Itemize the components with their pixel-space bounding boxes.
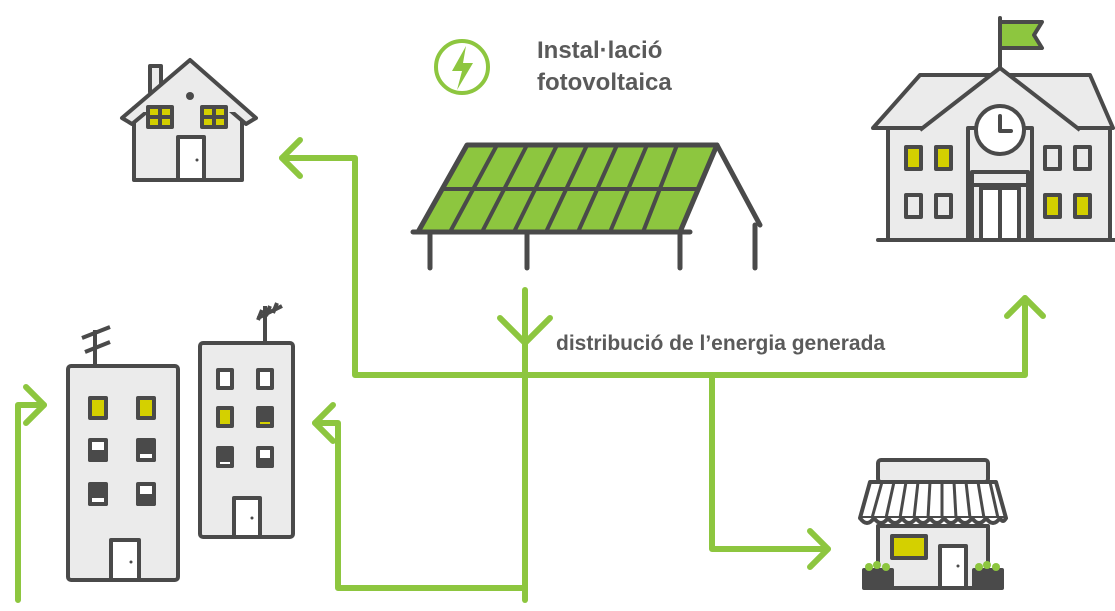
house-icon	[120, 58, 258, 182]
line-to-house	[279, 155, 528, 378]
installation-title-line-1: Instal·lació	[537, 37, 663, 64]
apartment-building-icon	[66, 325, 180, 582]
distribution-lines	[15, 137, 1046, 603]
trunk-arrow-head	[497, 315, 553, 346]
arrow-shop-icon	[807, 528, 831, 570]
line-to-shop	[709, 372, 831, 552]
line-to-apartment-left	[15, 402, 47, 603]
solar-panel-icon	[410, 142, 763, 271]
line-to-apartment-right	[312, 420, 528, 591]
installation-title-line-2: fotovoltaica	[537, 69, 672, 96]
arrow-school-icon	[1004, 295, 1046, 319]
arrow-apartment-left-icon	[23, 384, 47, 426]
arrow-house-icon	[279, 137, 303, 179]
apartment-building-icon	[198, 302, 295, 539]
arrow-apartment-right-icon	[312, 402, 336, 444]
school-icon	[871, 16, 1115, 242]
shop-icon	[858, 458, 1008, 590]
lightning-bolt-icon	[434, 39, 490, 95]
distribution-label: distribució de l’energia generada	[552, 331, 890, 357]
line-to-school	[522, 295, 1028, 378]
